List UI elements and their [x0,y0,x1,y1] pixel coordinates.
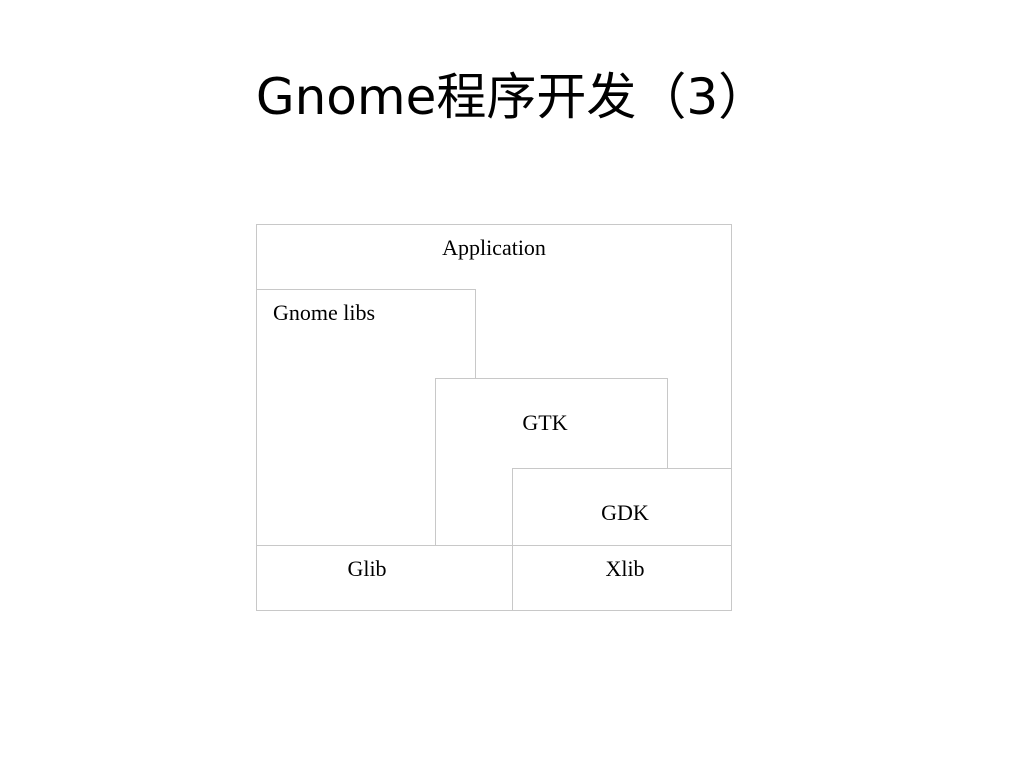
glib-box [256,545,513,611]
slide-title: Gnome程序开发（3） [255,68,769,126]
xlib-label: Xlib [605,556,645,581]
application-label: Application [442,235,546,260]
glib-label: Glib [347,556,387,581]
gdk-box [512,468,732,546]
gnome-libs-label: Gnome libs [273,300,376,325]
xlib-box [512,545,732,611]
gdk-label: GDK [601,500,649,525]
gtk-label: GTK [522,410,568,435]
